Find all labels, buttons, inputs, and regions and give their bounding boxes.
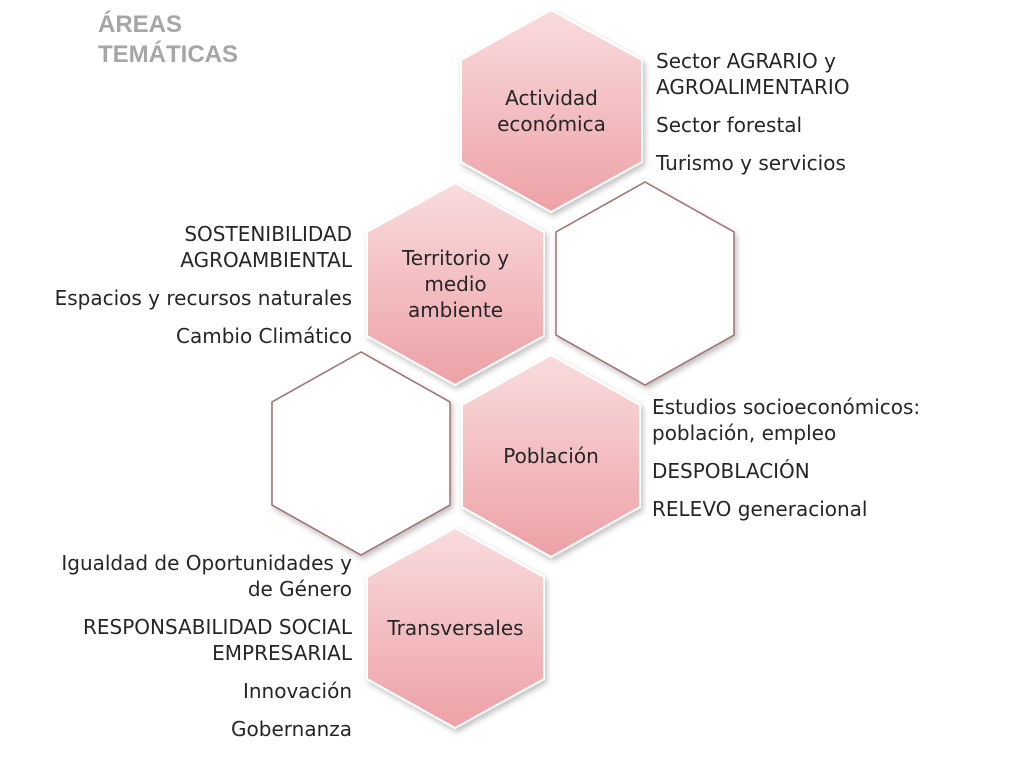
- list-actividad-economica: Sector AGRARIO y AGROALIMENTARIO Sector …: [656, 48, 956, 188]
- list-item-line: Turismo y servicios: [656, 151, 846, 175]
- list-item: Gobernanza: [20, 716, 352, 742]
- list-item: SOSTENIBILIDAD AGROAMBIENTAL: [20, 221, 352, 273]
- list-item-line: población, empleo: [652, 421, 837, 445]
- list-item: RELEVO generacional: [652, 496, 972, 522]
- hexagon-label-line: económica: [497, 112, 606, 136]
- list-item-line: SOSTENIBILIDAD: [184, 222, 352, 246]
- hexagon-poblacion: [461, 353, 641, 559]
- list-item-line: Innovación: [242, 679, 352, 703]
- list-item-line: DESPOBLACIÓN: [652, 459, 810, 483]
- list-territorio-medio-ambiente: SOSTENIBILIDAD AGROAMBIENTAL Espacios y …: [20, 221, 352, 361]
- list-item-line: de Género: [247, 577, 352, 601]
- list-item-line: RELEVO generacional: [652, 497, 868, 521]
- list-item-line: RESPONSABILIDAD SOCIAL: [82, 615, 352, 639]
- hexagon-label-line: Población: [503, 444, 599, 468]
- list-item: Espacios y recursos naturales: [20, 285, 352, 311]
- page-title-line-2: TEMÁTICAS: [98, 41, 238, 68]
- hexagon-label-line: ambiente: [407, 298, 504, 322]
- list-item-line: AGROALIMENTARIO: [656, 75, 850, 99]
- list-item: Turismo y servicios: [656, 150, 956, 176]
- list-item: Sector AGRARIO y AGROALIMENTARIO: [656, 48, 956, 100]
- hexagon-label-territorio: Territorio y medio ambiente: [367, 232, 544, 336]
- list-item: Innovación: [20, 678, 352, 704]
- list-item-line: Sector forestal: [656, 113, 803, 137]
- hexagon-empty-right: [555, 181, 735, 386]
- list-item-line: AGROAMBIENTAL: [180, 248, 352, 272]
- list-transversales: Igualdad de Oportunidades y de Género RE…: [20, 550, 352, 754]
- hexagon-territorio-medio-ambiente: [366, 181, 545, 387]
- hexagon-label-actividad: Actividad económica: [461, 60, 642, 162]
- page-title-line-1: ÁREAS: [98, 11, 183, 38]
- hexagon-transversales: [366, 526, 545, 730]
- list-item: RESPONSABILIDAD SOCIAL EMPRESARIAL: [20, 614, 352, 666]
- list-item-line: Estudios socioeconómicos:: [652, 395, 921, 419]
- list-item-line: Cambio Climático: [176, 324, 352, 348]
- page-title: ÁREAS TEMÁTICAS: [98, 10, 238, 70]
- hexagon-label-transversales: Transversales: [367, 577, 544, 679]
- list-item: Sector forestal: [656, 112, 956, 138]
- list-item-line: Sector AGRARIO y: [656, 49, 836, 73]
- list-item: Cambio Climático: [20, 323, 352, 349]
- list-item-line: Espacios y recursos naturales: [54, 286, 352, 310]
- list-item: Igualdad de Oportunidades y de Género: [20, 550, 352, 602]
- list-item: Estudios socioeconómicos: población, emp…: [652, 394, 972, 446]
- hexagon-label-line: Actividad: [505, 86, 598, 110]
- hexagon-label-line: Transversales: [387, 616, 524, 640]
- list-item-line: EMPRESARIAL: [212, 641, 352, 665]
- hexagon-label-poblacion: Población: [462, 405, 640, 507]
- hexagon-empty-left: [271, 351, 451, 556]
- list-item: DESPOBLACIÓN: [652, 458, 972, 484]
- hexagon-label-line: Territorio y: [401, 246, 510, 270]
- hexagon-label-line: medio: [424, 272, 487, 296]
- hexagon-actividad-economica: [460, 8, 643, 214]
- list-poblacion: Estudios socioeconómicos: población, emp…: [652, 394, 972, 534]
- list-item-line: Igualdad de Oportunidades y: [61, 551, 352, 575]
- list-item-line: Gobernanza: [231, 717, 352, 741]
